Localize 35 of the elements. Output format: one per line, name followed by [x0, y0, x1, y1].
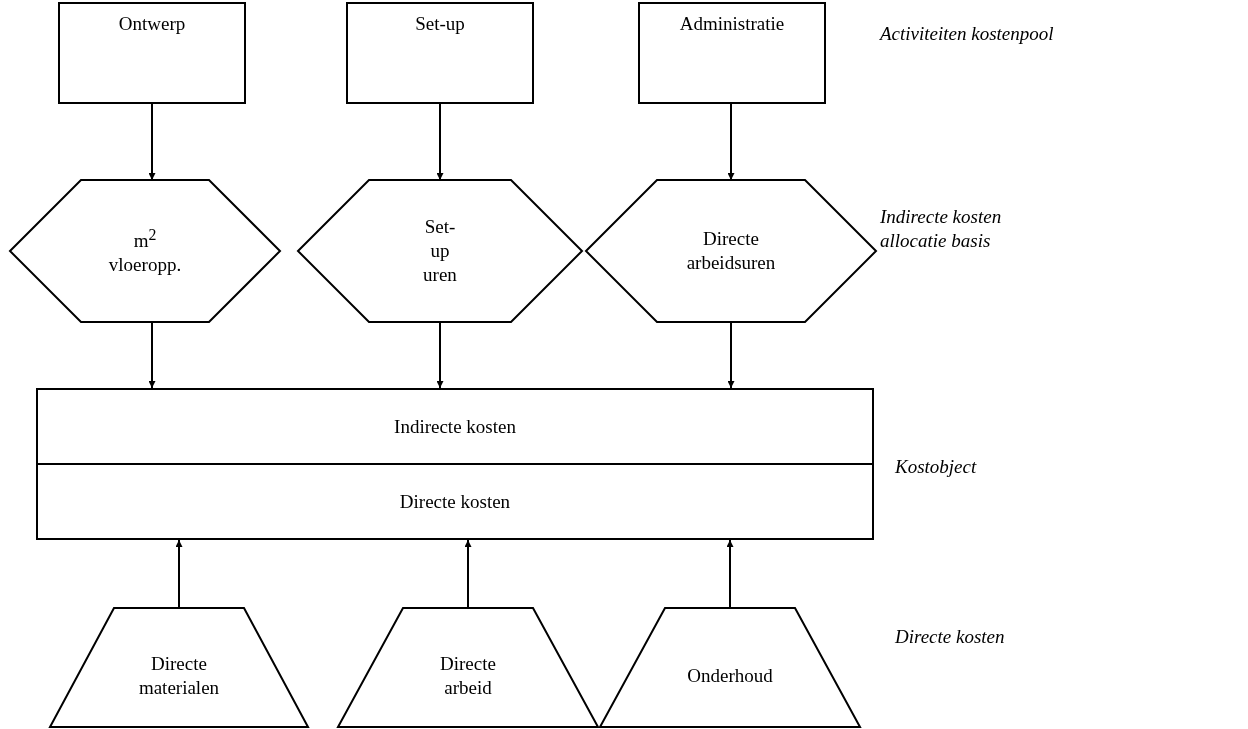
node-text: Ontwerp — [118, 12, 186, 36]
node-text: Directe arbeidsuren — [686, 227, 776, 275]
arrow — [727, 321, 735, 389]
node-text: Onderhoud — [687, 663, 773, 688]
node-text: Directe materialen — [138, 651, 220, 700]
node-text: Administratie — [679, 12, 785, 36]
process-box — [58, 2, 246, 104]
process-box — [346, 2, 534, 104]
arrow — [436, 321, 444, 389]
hexagon-node — [10, 180, 280, 322]
level-label: Kostobject — [895, 455, 978, 479]
level-label: Indirecte kosten allocatie basis — [880, 205, 1003, 253]
node-text: Directe kosten — [399, 489, 511, 514]
arrow — [436, 103, 444, 181]
level-label: Directe kosten — [895, 625, 1006, 649]
node-text: Set-up uren — [423, 215, 457, 287]
trapezoid-node — [50, 608, 308, 727]
node-text: Directe arbeid — [440, 651, 496, 700]
process-box — [638, 2, 826, 104]
trapezoid-node — [600, 608, 860, 727]
arrow — [727, 103, 735, 181]
arrow — [175, 539, 183, 609]
process-box — [36, 465, 874, 540]
level-label: Activiteiten kostenpool — [880, 22, 1055, 46]
hexagon-node — [586, 180, 876, 322]
arrow — [148, 321, 156, 389]
node-text: Set-up — [415, 12, 465, 36]
arrow — [148, 103, 156, 181]
arrow — [464, 539, 472, 609]
trapezoid-node — [338, 608, 598, 727]
process-box — [36, 388, 874, 465]
node-text: Indirecte kosten — [394, 414, 516, 439]
node-text: m$^{2}$ vloeropp. — [108, 225, 182, 277]
hexagon-node — [298, 180, 582, 322]
arrow — [726, 539, 734, 609]
